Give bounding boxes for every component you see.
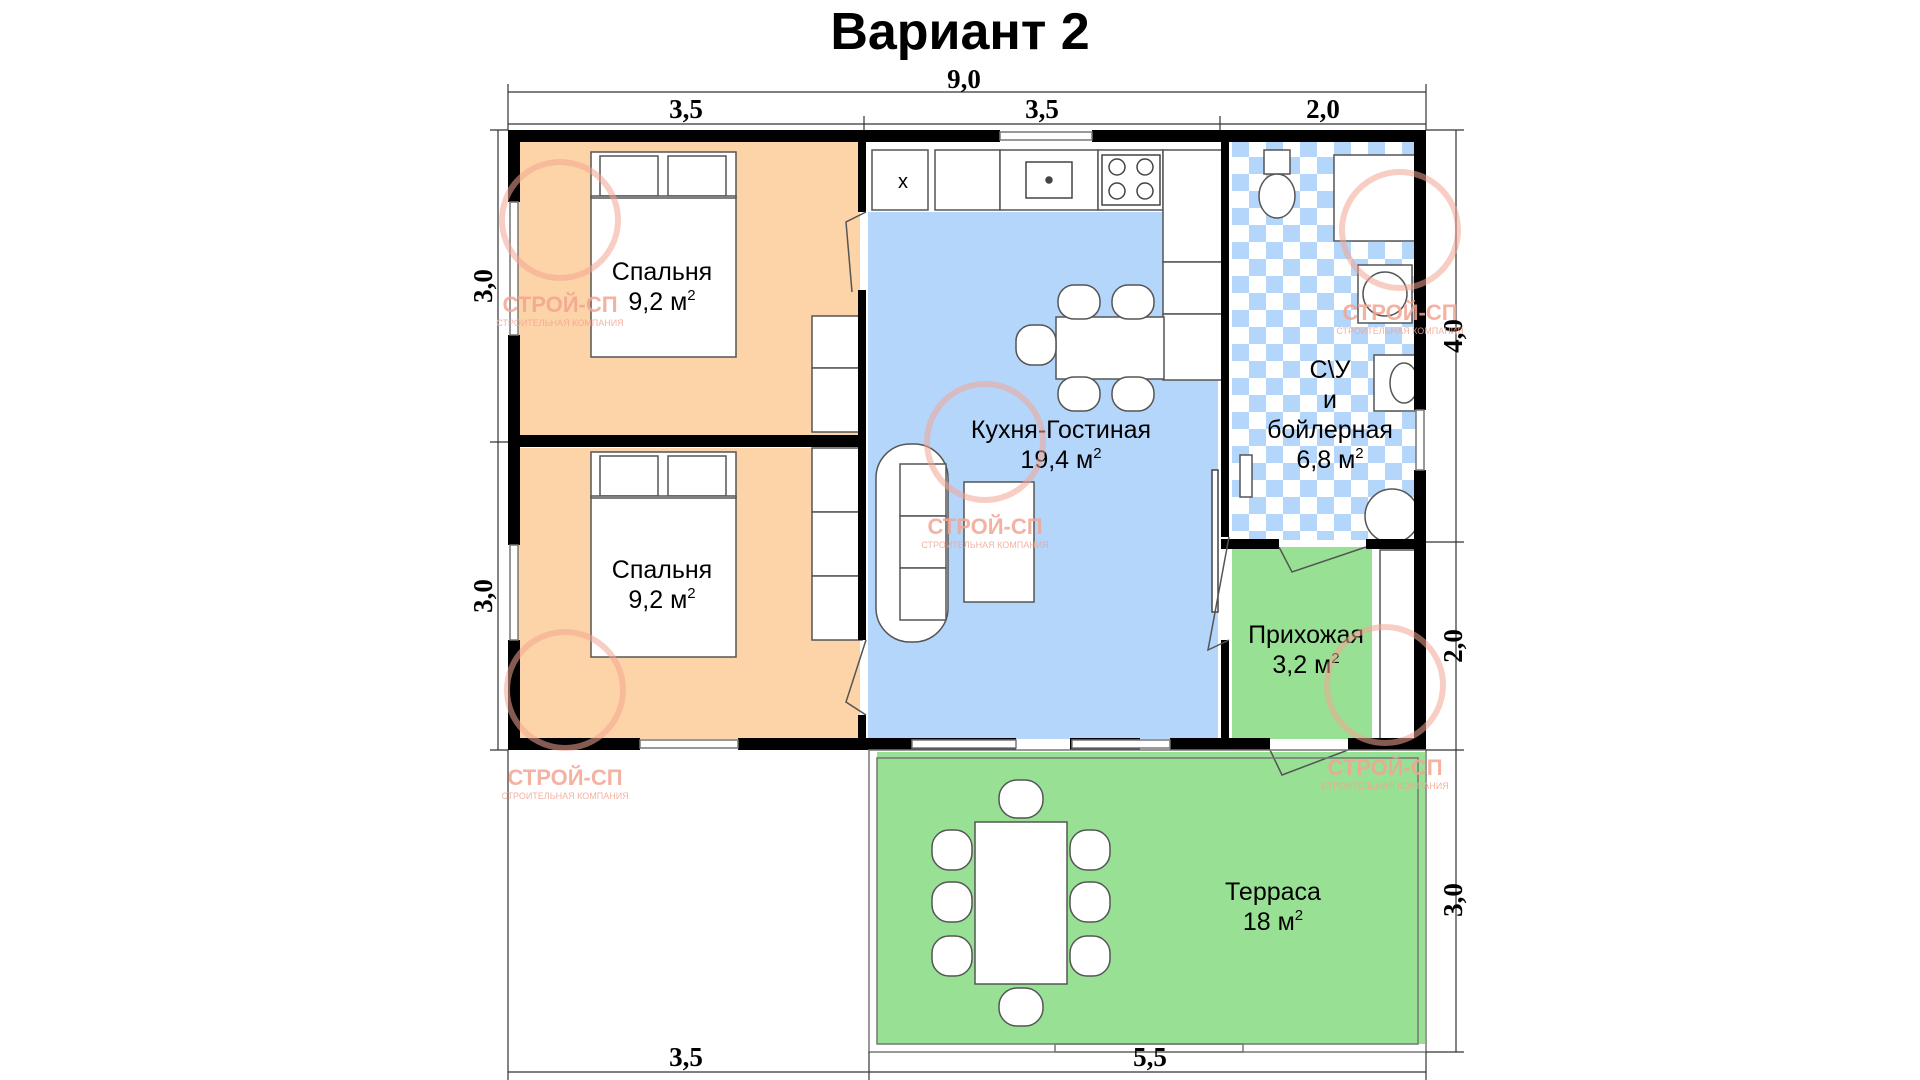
watermark-logo-2: СТРОЙ-СП СТРОИТЕЛЬНАЯ КОМПАНИЯ [921, 381, 1049, 550]
bed-1 [590, 151, 737, 358]
bedroom-2-name: Спальня [612, 556, 712, 584]
wardrobe-2 [811, 447, 863, 641]
dim-bottom-right: 5,5 [1133, 1042, 1167, 1072]
dimension-lines [490, 84, 1464, 1080]
terrace-area: 18 м2 [1243, 907, 1303, 936]
dim-bottom-left: 3,5 [669, 1042, 703, 1072]
dim-right-upper: 4,0 [1438, 319, 1468, 353]
dim-right-middle: 2,0 [1438, 629, 1468, 663]
kitchen-area: 19,4 м2 [1020, 445, 1101, 474]
dim-top-right: 2,0 [1306, 94, 1340, 124]
watermark-logo-4: СТРОЙ-СП СТРОИТЕЛЬНАЯ КОМПАНИЯ [501, 629, 629, 801]
bed-2 [590, 451, 737, 658]
bathroom-fixtures [1239, 149, 1421, 544]
svg-text:СТРОЙ-СП: СТРОЙ-СП [927, 514, 1042, 539]
svg-text:СТРОЙ-СП: СТРОЙ-СП [502, 292, 617, 317]
terrace-name: Терраса [1225, 878, 1321, 906]
dim-left-top: 3,0 [468, 269, 498, 303]
dim-top-middle: 3,5 [1025, 94, 1059, 124]
dim-total-width: 9,0 [947, 64, 981, 94]
wardrobe-1 [811, 315, 863, 433]
bath-line1: С\У [1310, 356, 1351, 384]
dim-left-bottom: 3,0 [468, 579, 498, 613]
terrace-outline [868, 749, 1427, 1053]
kitchen-counter [871, 149, 1226, 381]
kitchen-dining-set [1015, 284, 1165, 412]
svg-text:СТРОЙ-СП: СТРОЙ-СП [1342, 300, 1457, 325]
cooktop-icon [1101, 154, 1161, 206]
bath-area: 6,8 м2 [1296, 445, 1363, 474]
svg-text:СТРОИТЕЛЬНАЯ КОМПАНИЯ: СТРОИТЕЛЬНАЯ КОМПАНИЯ [1336, 326, 1463, 336]
svg-text:СТРОИТЕЛЬНАЯ КОМПАНИЯ: СТРОИТЕЛЬНАЯ КОМПАНИЯ [501, 791, 628, 801]
sink-icon [1025, 161, 1073, 199]
svg-text:СТРОЙ-СП: СТРОЙ-СП [1327, 755, 1442, 780]
svg-text:СТРОИТЕЛЬНАЯ КОМПАНИЯ: СТРОИТЕЛЬНАЯ КОМПАНИЯ [921, 540, 1048, 550]
bedroom-2-area: 9,2 м2 [628, 585, 695, 614]
bedroom-1-name: Спальня [612, 258, 712, 286]
svg-text:СТРОИТЕЛЬНАЯ КОМПАНИЯ: СТРОИТЕЛЬНАЯ КОМПАНИЯ [1321, 781, 1448, 791]
watermark-logo-3: СТРОЙ-СП СТРОИТЕЛЬНАЯ КОМПАНИЯ [1336, 169, 1464, 336]
svg-text:СТРОЙ-СП: СТРОЙ-СП [507, 765, 622, 790]
bath-line2: и [1323, 386, 1337, 414]
kitchen-name: Кухня-Гостиная [971, 416, 1151, 444]
walls [508, 130, 1426, 750]
watermark-logo-1: СТРОЙ-СП СТРОИТЕЛЬНАЯ КОМПАНИЯ [496, 159, 624, 328]
dim-top-left: 3,5 [669, 94, 703, 124]
bath-line3: бойлерная [1267, 416, 1393, 444]
windows [509, 131, 1425, 749]
svg-text:СТРОИТЕЛЬНАЯ КОМПАНИЯ: СТРОИТЕЛЬНАЯ КОМПАНИЯ [496, 318, 623, 328]
terrace-dining-set [931, 779, 1111, 1027]
tv-stand [1211, 469, 1219, 613]
watermark-logo-5: СТРОЙ-СП СТРОИТЕЛЬНАЯ КОМПАНИЯ [1321, 624, 1449, 791]
sofa-icon [875, 443, 949, 643]
page-title: Вариант 2 [830, 3, 1090, 61]
bedroom-1-area: 9,2 м2 [628, 287, 695, 316]
dim-right-lower: 3,0 [1438, 883, 1468, 917]
stove-mark: x [898, 171, 908, 193]
